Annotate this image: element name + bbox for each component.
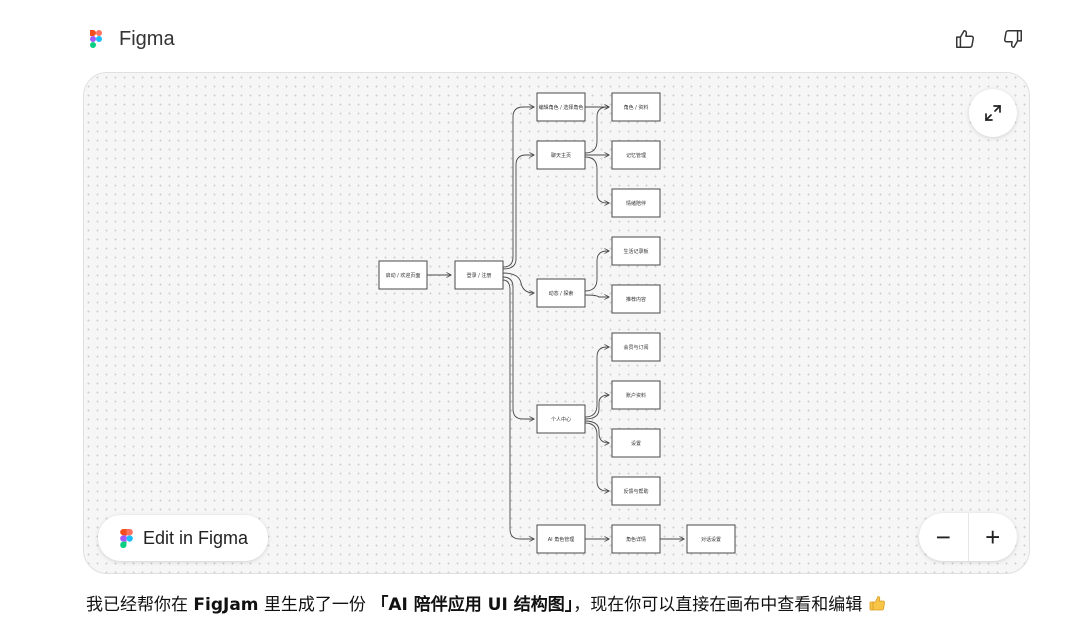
diagram-node[interactable]: 会员与订阅 — [611, 332, 661, 362]
diagram-node[interactable]: 启动 / 欢迎页面 — [378, 260, 428, 290]
diagram-node[interactable]: AI 角色管理 — [536, 524, 586, 554]
figjam-canvas[interactable]: 启动 / 欢迎页面 登录 / 注册 编辑角色 / 选择角色 聊天主页 动态 / … — [83, 72, 1030, 574]
diagram-node[interactable]: 对话设置 — [686, 524, 736, 554]
zoom-in-button[interactable]: + — [985, 521, 1001, 552]
thumbs-up-button[interactable] — [952, 26, 978, 52]
diagram-node[interactable]: 记忆管理 — [611, 140, 661, 170]
diagram-node[interactable]: 生活记录板 — [611, 236, 661, 266]
node-label: 反馈与帮助 — [623, 488, 648, 495]
node-label: 动态 / 探索 — [549, 290, 574, 297]
edge — [502, 272, 534, 293]
diagram-node[interactable]: 动态 / 探索 — [536, 278, 586, 308]
node-label: 角色 / 资料 — [624, 104, 649, 111]
diagram-node[interactable]: 个人中心 — [536, 404, 586, 434]
message-bold-title: 「AI 陪伴应用 UI 结构图」 — [371, 595, 574, 615]
node-label: 登录 / 注册 — [467, 272, 492, 279]
node-label: 聊天主页 — [551, 152, 571, 159]
edge — [502, 279, 534, 539]
figma-logo-icon — [120, 528, 133, 548]
zoom-out-button[interactable]: − — [935, 521, 951, 552]
edge — [502, 276, 534, 419]
diagram-node[interactable]: 反馈与帮助 — [611, 476, 661, 506]
message-text: ，现在你可以直接在画布中查看和编辑 — [573, 595, 863, 615]
edge — [584, 251, 609, 292]
node-label: 推荐内容 — [626, 296, 646, 303]
diagram-node[interactable]: 聊天主页 — [536, 140, 586, 170]
edge — [584, 422, 609, 491]
node-label: 编辑角色 / 选择角色 — [539, 104, 584, 111]
node-label: 情绪陪伴 — [626, 200, 646, 207]
expand-icon — [985, 105, 1001, 121]
feedback-buttons — [952, 26, 1026, 52]
zoom-controls: − + — [919, 513, 1017, 561]
diagram-node[interactable]: 账户资料 — [611, 380, 661, 410]
expand-button[interactable] — [969, 89, 1017, 137]
diagram-node[interactable]: 情绪陪伴 — [611, 188, 661, 218]
assistant-message: 我已经帮你在 FigJam 里生成了一份 「AI 陪伴应用 UI 结构图」，现在… — [86, 590, 886, 615]
edge — [584, 107, 609, 154]
diagram-node[interactable]: 推荐内容 — [611, 284, 661, 314]
diagram-node[interactable]: 编辑角色 / 选择角色 — [536, 92, 586, 122]
edge — [584, 295, 609, 297]
message-header: Figma — [86, 24, 1030, 56]
node-label: 对话设置 — [701, 536, 721, 543]
structure-diagram: 启动 / 欢迎页面 登录 / 注册 编辑角色 / 选择角色 聊天主页 动态 / … — [378, 92, 736, 554]
edge — [502, 155, 534, 270]
edge — [584, 395, 609, 420]
message-text: 里生成了一份 — [258, 595, 372, 615]
message-text: 我已经帮你在 — [86, 595, 194, 615]
node-label: AI 角色管理 — [548, 536, 575, 543]
node-label: 设置 — [631, 440, 641, 447]
diagram-node[interactable]: 角色详情 — [611, 524, 661, 554]
edge — [584, 420, 609, 443]
node-label: 启动 / 欢迎页面 — [386, 272, 421, 279]
message-bold-figjam: FigJam — [193, 595, 259, 615]
diagram-node[interactable]: 设置 — [611, 428, 661, 458]
zoom-divider — [967, 513, 969, 561]
thumbs-down-button[interactable] — [1000, 26, 1026, 52]
edit-in-figma-button[interactable]: Edit in Figma — [98, 515, 269, 561]
node-label: 个人中心 — [551, 416, 571, 423]
thumbs-down-icon — [1004, 30, 1022, 48]
edge — [584, 156, 609, 203]
node-label: 角色详情 — [626, 536, 646, 543]
app-name: Figma — [119, 28, 175, 50]
node-label: 记忆管理 — [626, 152, 646, 159]
node-label: 会员与订阅 — [623, 344, 648, 351]
node-label: 账户资料 — [626, 392, 646, 399]
thumbs-up-emoji-icon — [869, 596, 886, 611]
diagram-node[interactable]: 登录 / 注册 — [454, 260, 504, 290]
figma-logo-icon — [90, 30, 102, 48]
thumbs-up-icon — [956, 30, 974, 48]
node-label: 生活记录板 — [623, 248, 648, 255]
edit-button-label: Edit in Figma — [143, 527, 249, 548]
edge — [584, 347, 609, 418]
diagram-node[interactable]: 角色 / 资料 — [611, 92, 661, 122]
edge — [502, 107, 534, 268]
